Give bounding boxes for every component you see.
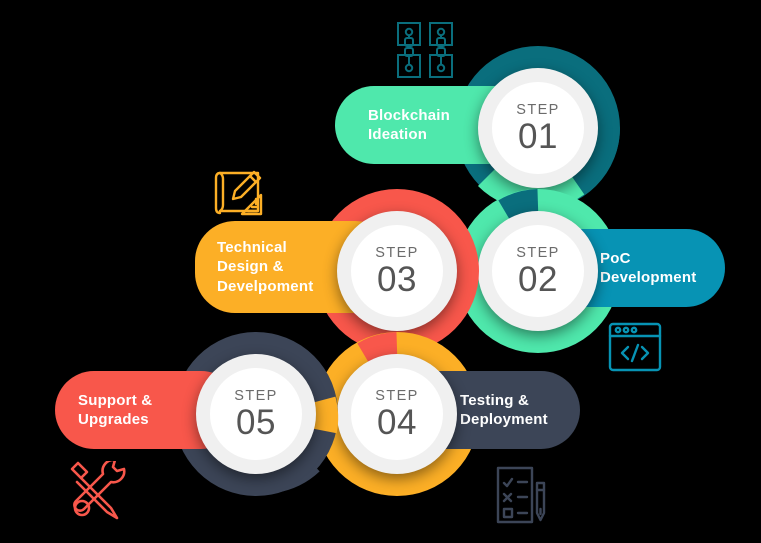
tools-support-icon [66, 461, 128, 523]
step-01-step-word: STEP [516, 102, 560, 118]
step-05-label: Support & Upgrades [78, 391, 153, 428]
step-04-number: 04 [377, 403, 417, 442]
step-03-number: 03 [377, 260, 417, 299]
step-05-number: 05 [236, 403, 276, 442]
step-01-number: 01 [518, 117, 558, 156]
step-03-label: Technical Design & Develpoment [217, 239, 314, 295]
step-03-step-word: STEP [375, 245, 419, 261]
checklist-testing-icon [496, 466, 548, 524]
blockchain-icon [396, 21, 454, 79]
step-02-label: PoC Development [600, 249, 697, 286]
blueprint-design-icon [212, 167, 270, 221]
step-01-label: Blockchain Ideation [368, 106, 451, 143]
step-04-label: Testing & Deployment [460, 391, 548, 428]
step-04-step-word: STEP [375, 388, 419, 404]
step-02-step-word: STEP [516, 245, 560, 261]
step-02-disc[interactable]: STEP 02 [478, 211, 598, 331]
step-02-number: 02 [518, 260, 558, 299]
step-01-disc[interactable]: STEP 01 [478, 68, 598, 188]
step-04-disc[interactable]: STEP 04 [337, 354, 457, 474]
code-window-icon [608, 322, 662, 372]
step-05-disc[interactable]: STEP 05 [196, 354, 316, 474]
step-05-step-word: STEP [234, 388, 278, 404]
step-03-disc[interactable]: STEP 03 [337, 211, 457, 331]
